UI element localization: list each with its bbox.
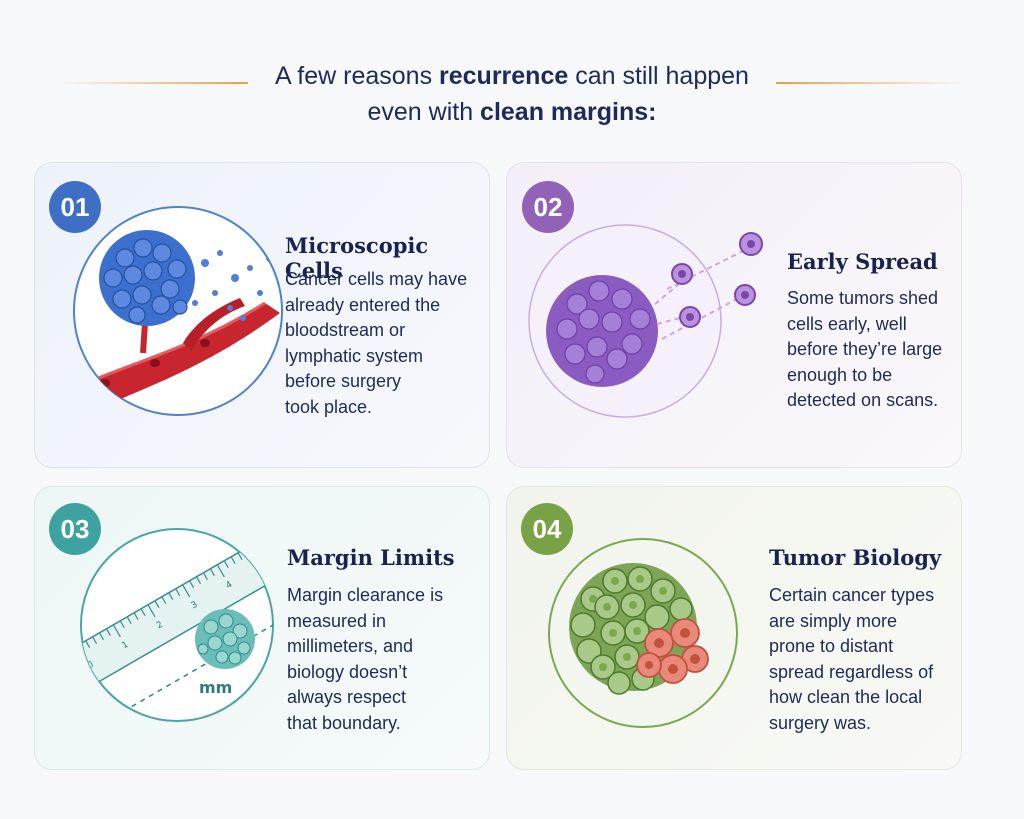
ruler-tick-label: 0 [86, 660, 96, 672]
card-microscopic-cells: 01 [34, 162, 490, 468]
card-description: Cancer cells may have already entered th… [285, 269, 468, 417]
card-description: Certain cancer types are simply more pro… [769, 585, 935, 733]
unit-label: mm [199, 678, 232, 697]
ruler-tick-label: 3 [190, 600, 200, 612]
header-rule-left [58, 82, 248, 84]
tumor-bloodstream-icon [73, 206, 283, 416]
card-title: Microscopic Cells [285, 233, 429, 283]
ruler-tick-label: 1 [120, 640, 130, 652]
ruler-tick-label: 4 [224, 580, 234, 592]
card-tumor-biology: 04 Tumor Biology Certain cancer types ar… [506, 486, 962, 770]
header-rule-right [776, 82, 966, 84]
card-margin-limits: 03 0 1 2 3 4 [34, 486, 490, 770]
ruler-tumor-icon: 0 1 2 3 4 5 mm [80, 528, 274, 722]
card-title: Tumor Biology [769, 545, 942, 570]
ruler-tick-label: 5 [259, 560, 269, 572]
card-description: Some tumors shed cells early, well befor… [787, 288, 943, 410]
page-title: A few reasons recurrence can still happe… [275, 62, 749, 126]
card-number-badge: 04 [521, 503, 573, 555]
card-number-badge: 03 [49, 503, 101, 555]
shedding-tumor-icon [528, 224, 763, 418]
card-number-badge: 01 [49, 181, 101, 233]
card-title: Margin Limits [287, 545, 455, 570]
card-title: Early Spread [787, 249, 938, 274]
cell-cluster-icon [548, 538, 738, 728]
ruler-tick-label: 2 [155, 620, 165, 632]
card-early-spread: 02 Early Spread Some tumors shed cells e… [506, 162, 962, 468]
card-description: Margin clearance is measured in millimet… [287, 585, 444, 733]
card-number-badge: 02 [522, 181, 574, 233]
